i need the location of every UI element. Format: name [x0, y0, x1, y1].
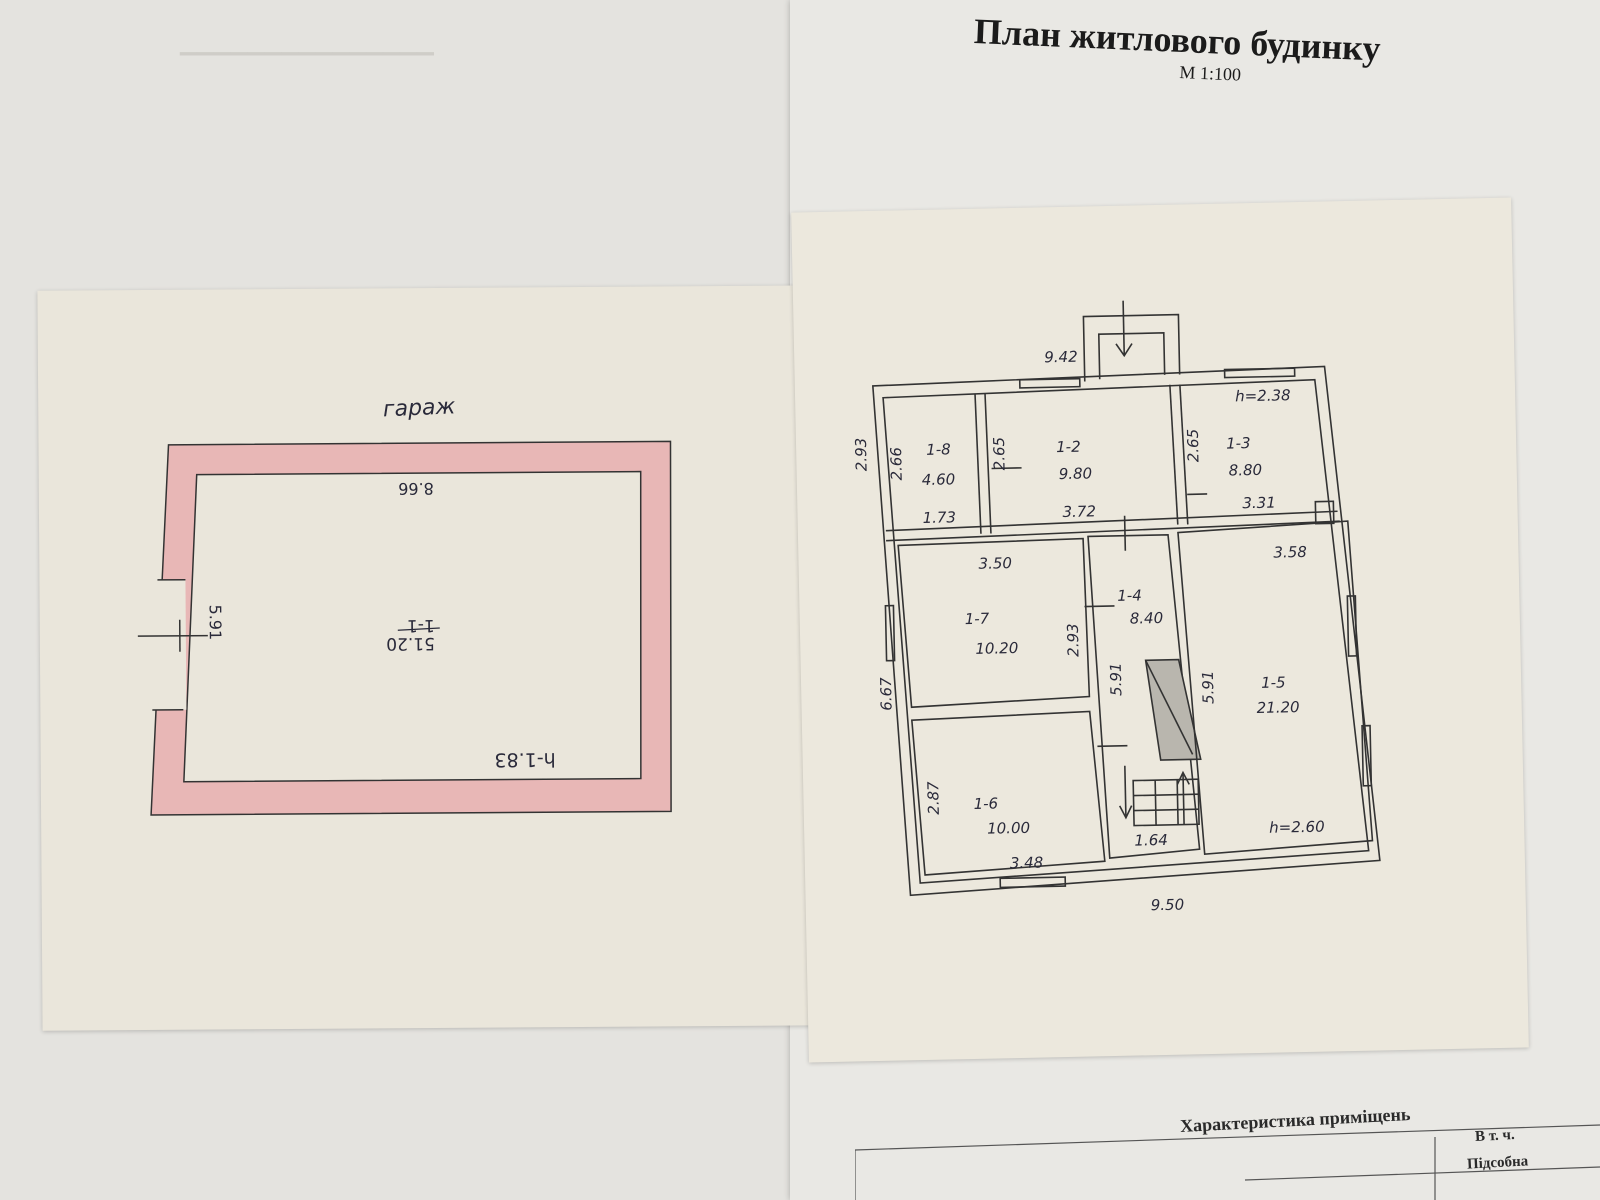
room-1-6-area: 10.00 — [987, 819, 1030, 838]
house-plan-drawing: 9.42 2.93 6.67 9.50 1-8 4.60 2.66 1.73 1… — [852, 300, 1381, 915]
house-inner-wall — [882, 378, 1370, 884]
garage-inner-wall — [183, 470, 642, 783]
room-1-2-id: 1-2 — [1056, 438, 1081, 457]
garage-width: 8.66 — [398, 479, 434, 498]
room-1-4-dim-b: 1.64 — [1134, 831, 1168, 850]
overall-left-bottom-dim: 6.67 — [877, 677, 896, 711]
room-1-5-dim-b: 5.91 — [1199, 670, 1218, 704]
room-1-4-dim-a: 5.91 — [1107, 662, 1126, 696]
room-1-5-id: 1-5 — [1261, 673, 1286, 692]
room-1-3-id: 1-3 — [1226, 434, 1251, 453]
porch — [1082, 313, 1181, 382]
room-1-2-dim-b: 3.72 — [1062, 502, 1096, 521]
house-sheet: 9.42 2.93 6.67 9.50 1-8 4.60 2.66 1.73 1… — [791, 197, 1529, 1063]
room-1-8-area: 4.60 — [922, 470, 956, 489]
window-right-top — [1346, 595, 1358, 657]
room-1-4-area: 8.40 — [1130, 609, 1164, 628]
garage-room-area: 51.20 — [386, 633, 435, 653]
room-1-6-walls — [910, 710, 1106, 876]
room-1-8-id: 1-8 — [926, 440, 951, 459]
plan-scale: М 1:100 — [1179, 62, 1242, 85]
rooms-characteristics-table: Характеристика приміщень В т. ч. Підсобн… — [855, 1085, 1600, 1200]
room-1-3-dim-a: 2.65 — [1184, 429, 1203, 463]
stair-steps — [1132, 778, 1200, 827]
window-bottom — [999, 876, 1067, 889]
room-1-2-area: 9.80 — [1059, 464, 1093, 483]
room-1-3-area: 8.80 — [1228, 461, 1262, 480]
room-1-4-walls — [1087, 533, 1201, 859]
room-1-3-dim-b: 3.31 — [1242, 494, 1276, 513]
overall-bottom-dim: 9.50 — [1151, 896, 1185, 915]
garage-depth: 5.91 — [206, 604, 225, 640]
garage-height: h-1.83 — [494, 748, 555, 770]
overall-top-dim: 9.42 — [1044, 348, 1078, 367]
garage-room-id: 1-1 — [407, 615, 435, 635]
room-1-5-area: 21.20 — [1256, 698, 1299, 717]
room-1-3-height: h=2.38 — [1235, 386, 1291, 405]
house-outer-wall — [871, 365, 1381, 897]
room-1-5-height: h=2.60 — [1269, 818, 1325, 837]
window-top-right — [1223, 367, 1296, 379]
room-1-8-dim-b: 1.73 — [922, 508, 956, 527]
garage-sheet: гараж 8.66 5.91 1-1 51.20 h-1.83 — [37, 285, 833, 1031]
room-1-7-area: 10.20 — [975, 639, 1018, 658]
garage-plan-drawing: гараж 8.66 5.91 1-1 51.20 h-1.83 — [137, 394, 672, 816]
window-left — [884, 604, 896, 662]
table-col-sub: Підсобна — [1466, 1153, 1529, 1173]
room-1-2-dim-a: 2.65 — [990, 437, 1009, 471]
window-top-left — [1018, 377, 1081, 389]
room-1-7-id: 1-7 — [965, 610, 990, 629]
room-1-7-dim-b: 2.93 — [1064, 623, 1083, 657]
ghost-text: ▁▁▁▁▁▁▁▁▁▁▁▁▁▁▁ — [180, 30, 434, 55]
room-1-8-dim-a: 2.66 — [887, 447, 906, 481]
room-1-7-walls — [897, 537, 1091, 709]
window-right-bottom — [1361, 724, 1373, 787]
room-1-5-walls — [1177, 520, 1374, 855]
stairs — [1144, 658, 1202, 761]
room-1-5-dim-a: 3.58 — [1273, 543, 1307, 562]
room-1-6-id: 1-6 — [973, 794, 998, 813]
table-col-main: В т. ч. — [1474, 1126, 1516, 1146]
room-1-6-dim-b: 3.48 — [1010, 853, 1044, 872]
garage-label: гараж — [383, 394, 456, 422]
room-1-6-dim-a: 2.87 — [924, 781, 943, 815]
overall-left-top-dim: 2.93 — [852, 438, 871, 472]
room-1-7-dim-a: 3.50 — [978, 554, 1012, 573]
stove-icon — [1314, 500, 1335, 525]
garage-door-opening — [147, 579, 187, 711]
room-1-4-id: 1-4 — [1117, 586, 1142, 605]
